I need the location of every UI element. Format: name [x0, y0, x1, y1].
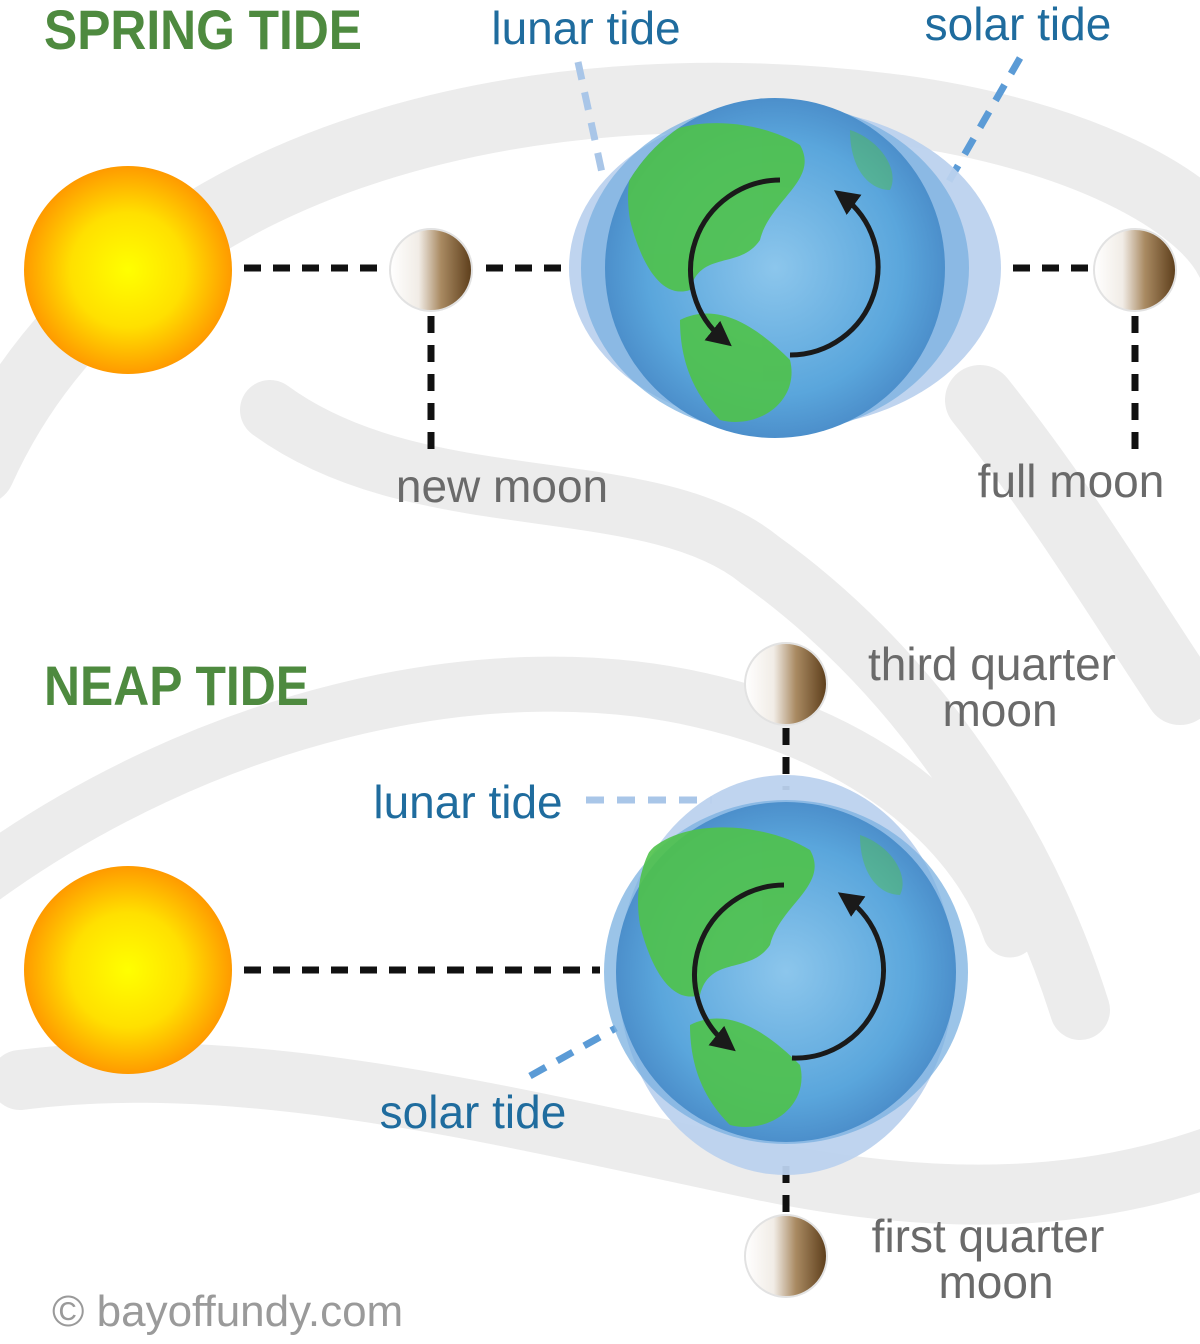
first-quarter-moon-icon [744, 1214, 828, 1298]
spring-alignment-lines [244, 264, 1139, 452]
spring-tide-section: SPRING TIDE [24, 0, 1177, 512]
watermark-swirl [0, 62, 1200, 1225]
spring-rotation-arrow-left [688, 177, 781, 347]
neap-earth-icon [604, 775, 968, 1175]
neap-rotation-arrow-right [791, 892, 886, 1061]
spring-earth-icon [569, 98, 1001, 438]
third-quarter-moon-icon [744, 642, 828, 726]
full-moon-label: full moon [978, 455, 1165, 507]
third-quarter-moon-label-line1: third quarter [868, 638, 1116, 690]
neap-tide-title: NEAP TIDE [44, 654, 309, 717]
spring-solar-leader [940, 56, 1024, 192]
spring-tide-title: SPRING TIDE [44, 0, 362, 61]
first-quarter-moon-label-line1: first quarter [872, 1210, 1105, 1262]
first-quarter-moon-label-line2: moon [938, 1256, 1053, 1308]
neap-sun-icon [24, 866, 232, 1074]
spring-lunar-leader [574, 61, 608, 183]
copyright-text: © bayoffundy.com [52, 1287, 403, 1336]
neap-rotation-arrow-left [692, 882, 785, 1052]
full-moon-icon [1093, 228, 1177, 312]
spring-solar-tide-label: solar tide [925, 0, 1112, 50]
spring-rotation-arrow-right [789, 190, 881, 358]
neap-lunar-tide-label: lunar tide [373, 776, 562, 828]
neap-solar-leader [528, 1024, 618, 1080]
neap-tide-section: NEAP TIDE [24, 638, 1116, 1308]
new-moon-label: new moon [396, 460, 608, 512]
spring-lunar-tide-label: lunar tide [491, 2, 680, 54]
spring-sun-icon [24, 166, 232, 374]
neap-solar-tide-label: solar tide [380, 1086, 567, 1138]
new-moon-icon [389, 228, 473, 312]
third-quarter-moon-label-line2: moon [942, 684, 1057, 736]
